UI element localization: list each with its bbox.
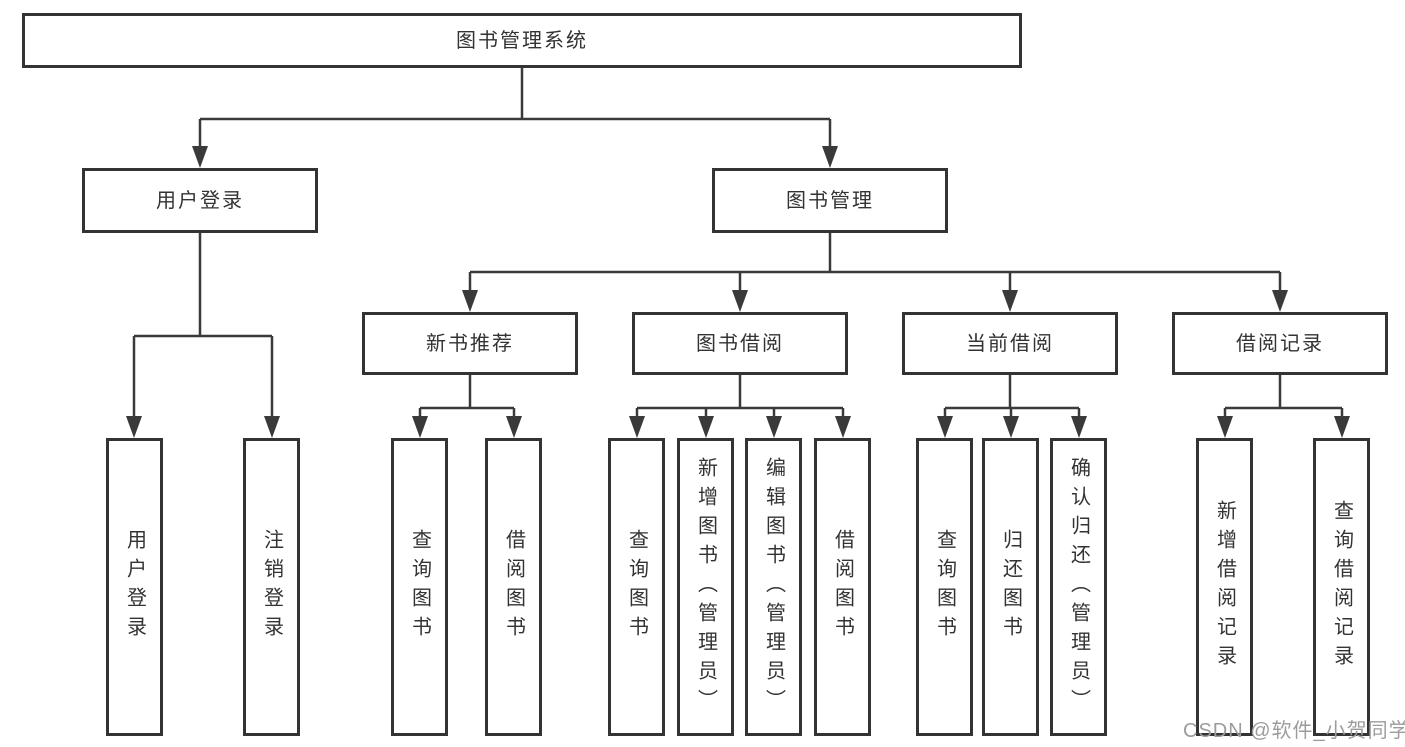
leaf-query-borrow-record: 查询借阅记录 xyxy=(1313,438,1370,736)
leaf-query-books-recommend: 查询图书 xyxy=(391,438,448,736)
node-book-management: 图书管理 xyxy=(712,168,948,233)
node-borrowing-records: 借阅记录 xyxy=(1172,312,1388,375)
leaf-borrow-books-recommend: 借阅图书 xyxy=(485,438,542,736)
leaf-add-borrow-record: 新增借阅记录 xyxy=(1196,438,1253,736)
leaf-logout: 注销登录 xyxy=(243,438,300,736)
leaf-return-books: 归还图书 xyxy=(982,438,1039,736)
leaf-query-books-current: 查询图书 xyxy=(916,438,973,736)
connector-book-mgmt-children xyxy=(462,233,1288,312)
node-user-login: 用户登录 xyxy=(82,168,318,233)
connector-user-login-children xyxy=(126,233,280,438)
leaf-add-books-admin: 新增图书（管理员） xyxy=(677,438,734,736)
node-book-borrowing: 图书借阅 xyxy=(632,312,848,375)
leaf-edit-books-admin: 编辑图书（管理员） xyxy=(745,438,802,736)
node-root-library-system: 图书管理系统 xyxy=(22,13,1022,68)
connector-book-borrow-children xyxy=(629,375,851,438)
node-new-book-recommend: 新书推荐 xyxy=(362,312,578,375)
connector-borrow-record-children xyxy=(1217,375,1350,438)
connector-root-to-level2 xyxy=(192,68,838,168)
node-current-borrowing: 当前借阅 xyxy=(902,312,1118,375)
leaf-query-books-borrow: 查询图书 xyxy=(608,438,665,736)
connector-current-borrow-children xyxy=(937,375,1087,438)
leaf-confirm-return-admin: 确认归还（管理员） xyxy=(1050,438,1107,736)
leaf-user-login: 用户登录 xyxy=(106,438,163,736)
leaf-borrow-books: 借阅图书 xyxy=(814,438,871,736)
connector-new-book-children xyxy=(412,375,522,438)
